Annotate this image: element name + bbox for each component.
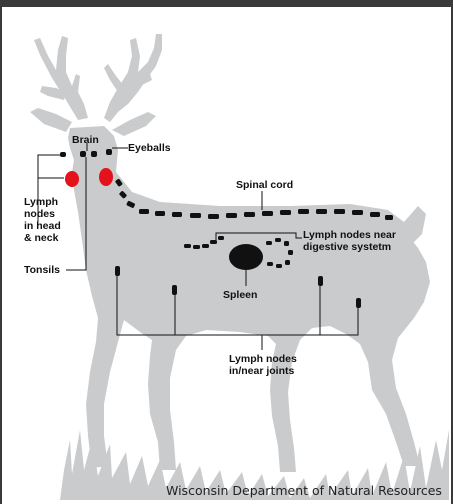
lymph-digestive-label: Lymph nodes near digestive systetm [303, 229, 396, 253]
spleen-marker [229, 244, 263, 270]
joint-lymph-marker [356, 298, 361, 308]
tonsil-marker [99, 168, 113, 186]
tonsils-label: Tonsils [24, 264, 60, 276]
spleen-label: Spleen [223, 289, 257, 301]
eyeballs-label: Eyeballs [128, 142, 171, 154]
credit-text: Wisconsin Department of Natural Resource… [166, 483, 442, 498]
lymph-head-neck-label: Lymph nodes in head & neck [24, 196, 61, 244]
brain-marker [91, 151, 97, 157]
eyeball-marker [106, 149, 112, 155]
brain-marker [80, 151, 86, 157]
brain-label: Brain [72, 134, 99, 146]
spinal-cord-label: Spinal cord [236, 179, 293, 191]
joint-lymph-marker [172, 285, 177, 295]
tonsil-marker [65, 171, 79, 187]
lymph-joints-label: Lymph nodes in/near joints [229, 353, 297, 377]
joint-lymph-marker [318, 276, 323, 286]
head-lymph-marker [60, 152, 66, 157]
joint-lymph-marker [115, 266, 120, 276]
